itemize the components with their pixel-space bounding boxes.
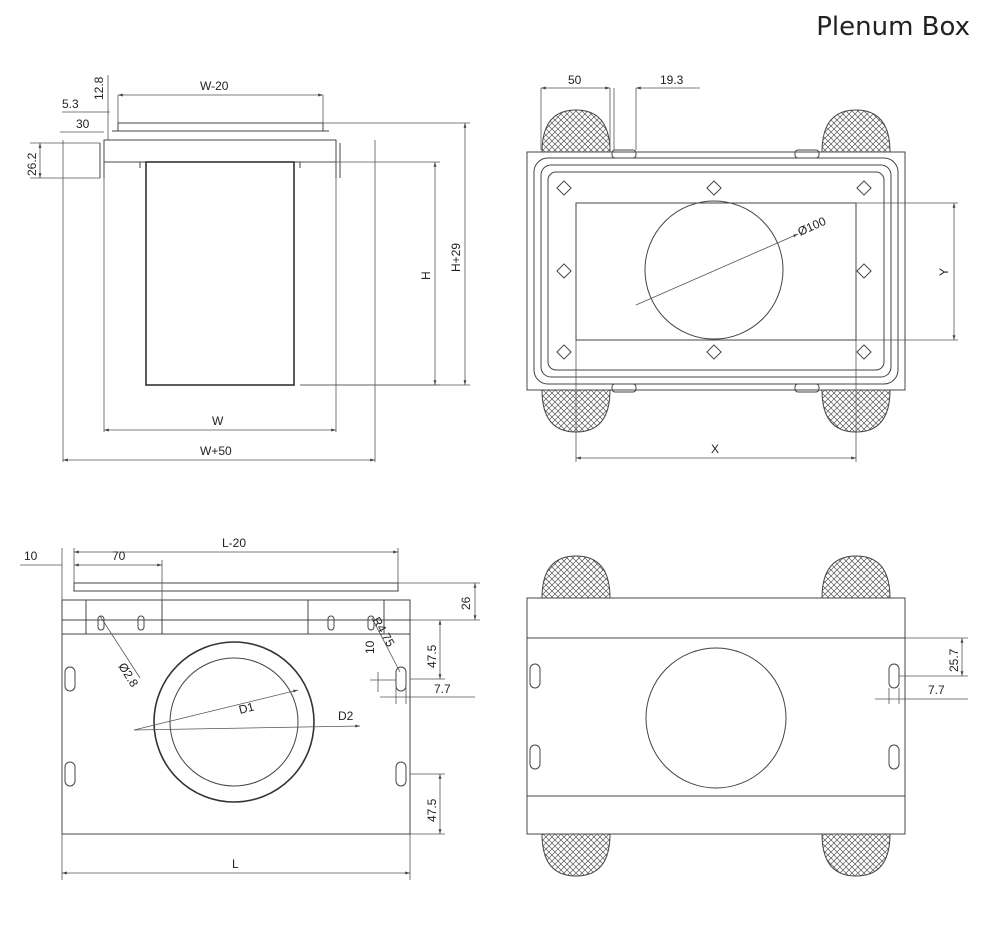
front-view: W-20 12.8 5.3 30 26.2 H H+29 W W+50	[25, 75, 470, 462]
dim-h: H	[419, 271, 433, 280]
dim-26: 26	[459, 596, 473, 610]
dim-47-5-bottom: 47.5	[425, 798, 439, 822]
dim-12-8: 12.8	[92, 76, 106, 100]
dim-dia-2-8: Ø2.8	[115, 660, 141, 690]
dim-25-7: 25.7	[947, 648, 961, 672]
dim-26-2: 26.2	[25, 152, 39, 176]
dim-7-7-bottom: 7.7	[928, 683, 945, 697]
dim-10: 10	[24, 549, 38, 563]
dim-30: 30	[76, 117, 90, 131]
dim-50: 50	[568, 73, 582, 87]
dim-7-7: 7.7	[434, 682, 451, 696]
dim-d1: D1	[237, 700, 256, 717]
dim-70: 70	[112, 549, 126, 563]
side-view: 10 70 L-20 26 Ø2.8 R4.75 10 47.5 7.7 D1 …	[20, 536, 480, 880]
dim-y: Y	[937, 268, 951, 276]
dim-h-plus-29: H+29	[449, 243, 463, 272]
dim-47-5-top: 47.5	[425, 644, 439, 668]
dim-19-3: 19.3	[660, 73, 684, 87]
dim-x: X	[711, 442, 719, 456]
bottom-opening	[645, 647, 787, 789]
inner-ring	[169, 657, 299, 787]
dim-w: W	[212, 414, 224, 428]
dim-5-3: 5.3	[62, 97, 79, 111]
top-view: 50 19.3 Ø100 Y X	[526, 73, 958, 462]
dim-l: L	[232, 857, 239, 871]
dim-dia-100: Ø100	[796, 214, 829, 239]
dim-w-plus-50: W+50	[200, 444, 232, 458]
bolt-marks	[556, 180, 872, 360]
dim-d2: D2	[338, 709, 354, 723]
dim-w-minus-20: W-20	[200, 79, 229, 93]
outer-ring	[153, 641, 315, 803]
dim-l-minus-20: L-20	[222, 536, 246, 550]
bottom-view: 25.7 7.7	[526, 555, 968, 877]
duct-opening	[644, 200, 784, 340]
page-title: Plenum Box	[816, 12, 970, 42]
dim-10-small: 10	[363, 640, 377, 654]
